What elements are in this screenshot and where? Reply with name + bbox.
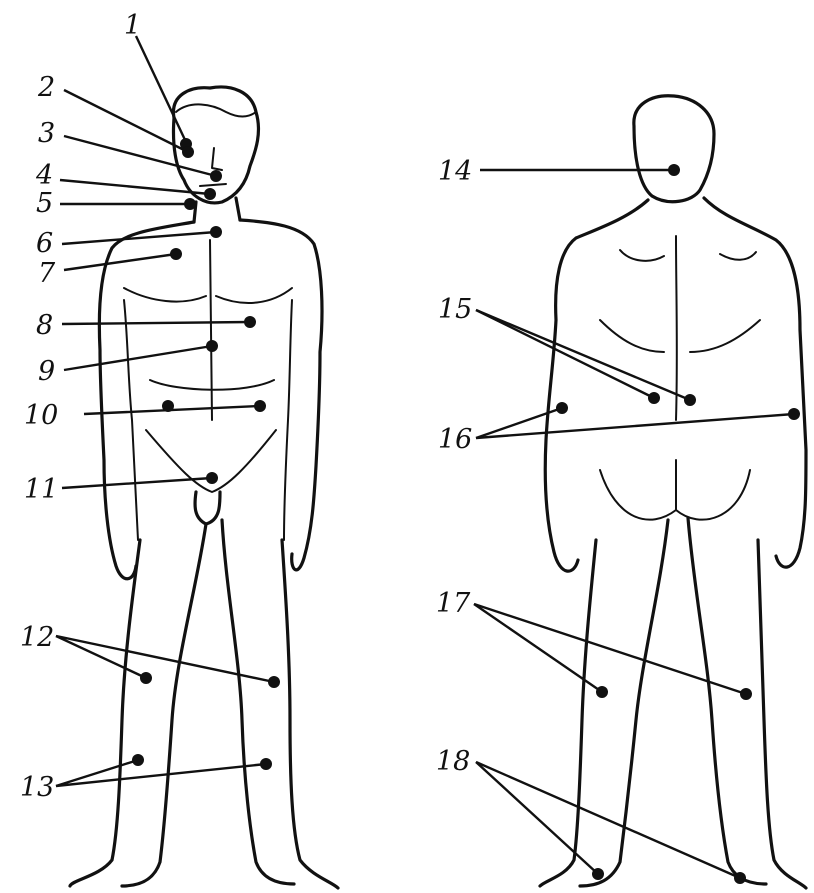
label-13: 13 — [20, 772, 54, 803]
label-18: 18 — [436, 746, 470, 777]
point-17b — [740, 688, 752, 700]
point-13b — [260, 758, 272, 770]
label-9: 9 — [38, 356, 55, 387]
point-4 — [204, 188, 216, 200]
point-14 — [668, 164, 680, 176]
label-12: 12 — [20, 622, 54, 653]
point-9 — [206, 340, 218, 352]
point-2 — [182, 146, 194, 158]
point-12b — [268, 676, 280, 688]
label-16: 16 — [438, 424, 472, 455]
label-17: 17 — [436, 588, 471, 619]
label-2: 2 — [37, 72, 55, 103]
leader-lines — [56, 36, 794, 878]
point-15b — [684, 394, 696, 406]
label-1: 1 — [124, 10, 141, 41]
point-13a — [132, 754, 144, 766]
point-16b — [788, 408, 800, 420]
point-10a — [162, 400, 174, 412]
label-11: 11 — [24, 474, 58, 505]
point-7 — [170, 248, 182, 260]
label-10: 10 — [24, 400, 58, 431]
label-3: 3 — [38, 118, 55, 149]
point-10b — [254, 400, 266, 412]
label-7: 7 — [38, 258, 56, 289]
label-14: 14 — [438, 156, 472, 187]
point-18a — [592, 868, 604, 880]
label-5: 5 — [36, 188, 53, 219]
point-18b — [734, 872, 746, 884]
point-6 — [210, 226, 222, 238]
point-5 — [184, 198, 196, 210]
point-16a — [556, 402, 568, 414]
point-11 — [206, 472, 218, 484]
point-3 — [210, 170, 222, 182]
label-15: 15 — [438, 294, 472, 325]
label-4: 4 — [35, 160, 53, 191]
back-figure — [540, 96, 806, 888]
label-6: 6 — [36, 228, 53, 259]
point-12a — [140, 672, 152, 684]
point-15a — [648, 392, 660, 404]
label-8: 8 — [36, 310, 53, 341]
point-8 — [244, 316, 256, 328]
point-17a — [596, 686, 608, 698]
